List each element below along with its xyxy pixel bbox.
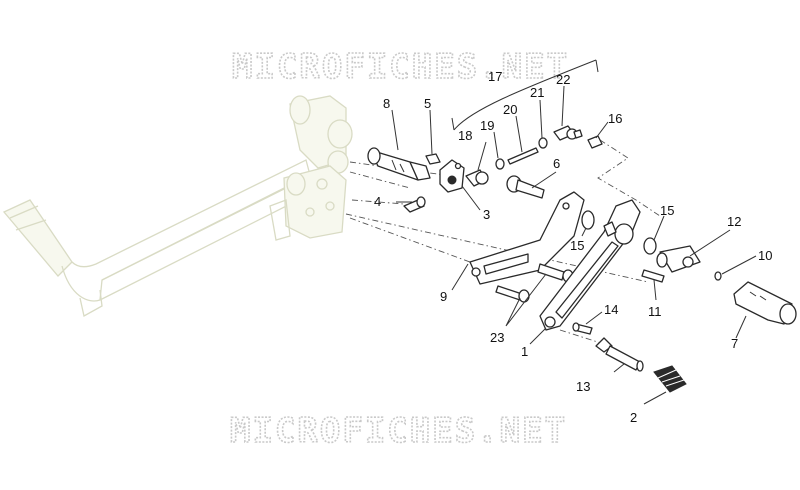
callout-9: 9 [440,289,447,304]
callout-13: 13 [576,379,590,394]
callout-16: 16 [608,111,622,126]
part-9-bracket [469,191,585,285]
part-7-footpeg [733,281,797,325]
callout-22: 22 [556,72,570,87]
part-12-joint [656,245,701,273]
part-5-nut [425,153,441,165]
part-10-clip [714,271,722,281]
part-11-pin [641,269,665,283]
callout-8: 8 [383,96,390,111]
callout-4: 4 [374,194,381,209]
part-4-screw [403,196,426,213]
callout-14: 14 [604,302,618,317]
watermark-bottom: MICROFICHES.NET [230,411,567,451]
callout-19: 19 [480,118,494,133]
callout-labels: 1 2 3 4 5 6 7 8 9 10 11 12 13 14 15 15 1… [374,69,772,425]
part-15-circlip-right [643,237,657,255]
part-1-gear-lever [539,199,641,331]
callout-6: 6 [553,156,560,171]
callout-11: 11 [648,304,662,319]
callout-2: 2 [630,410,637,425]
callout-23: 23 [490,330,504,345]
part-15-circlip-left [581,210,595,230]
frame-ghost [2,95,353,317]
part-18-ball-joint [465,169,489,187]
callout-21: 21 [530,85,544,100]
callout-15-right: 15 [660,203,674,218]
part-14-screw [572,322,593,335]
part-3-lever [439,159,465,193]
part-20-tie-rod [507,147,539,165]
callout-15-left: 15 [570,238,584,253]
callout-3: 3 [483,207,490,222]
part-8-pivot-pin [367,147,431,181]
part-22-ball-joint [553,125,583,141]
part-16-nut [587,135,603,149]
callout-5: 5 [424,96,431,111]
callout-12: 12 [727,214,741,229]
part-19-washer [495,158,505,170]
callout-17: 17 [488,69,502,84]
callout-7: 7 [731,336,738,351]
leader-lines [391,59,757,405]
callout-1: 1 [521,344,528,359]
callout-18: 18 [458,128,472,143]
part-2-spring [653,365,687,393]
callout-10: 10 [758,248,772,263]
watermark-top: MICROFICHES.NET [232,47,569,87]
callout-20: 20 [503,102,517,117]
part-21-nut [538,137,548,149]
part-13-shaft [595,337,644,372]
part-6-bolt [506,175,545,199]
